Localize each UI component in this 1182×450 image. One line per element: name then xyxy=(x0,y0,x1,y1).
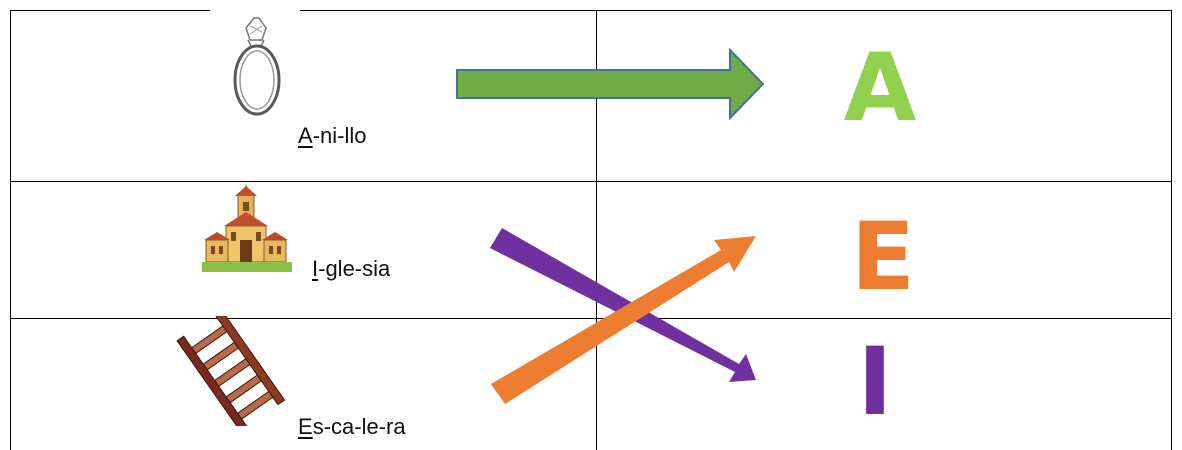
arrow-escalera-to-e xyxy=(491,236,756,404)
word-rest: -ni-llo xyxy=(312,123,367,148)
ladder-icon xyxy=(170,316,290,426)
ring-icon xyxy=(210,10,300,130)
word-rest: s-ca-le-ra xyxy=(312,414,406,439)
arrow-anillo-to-a xyxy=(456,47,765,121)
table-top-border xyxy=(10,10,1172,11)
vowel-e: E xyxy=(850,203,916,312)
word-rest: -gle-sia xyxy=(318,256,391,281)
church-picture xyxy=(202,182,292,274)
word-anillo: A-ni-llo xyxy=(298,123,366,149)
arrow-iglesia-to-i xyxy=(490,228,756,382)
word-first-letter: E xyxy=(298,414,313,439)
table-middle-divider xyxy=(596,10,597,450)
table-row-divider-1 xyxy=(10,181,1172,182)
word-iglesia: I-gle-sia xyxy=(312,256,390,282)
ladder-picture xyxy=(170,316,290,426)
table-left-border xyxy=(10,10,11,450)
church-icon xyxy=(202,182,292,274)
word-first-letter: A xyxy=(298,123,313,148)
table-right-border xyxy=(1171,10,1172,450)
vowel-a: A xyxy=(843,34,917,143)
vowel-i: I xyxy=(857,328,893,437)
word-escalera: Es-ca-le-ra xyxy=(298,414,406,440)
ring-picture xyxy=(210,10,300,130)
word-first-letter: I xyxy=(312,256,319,281)
